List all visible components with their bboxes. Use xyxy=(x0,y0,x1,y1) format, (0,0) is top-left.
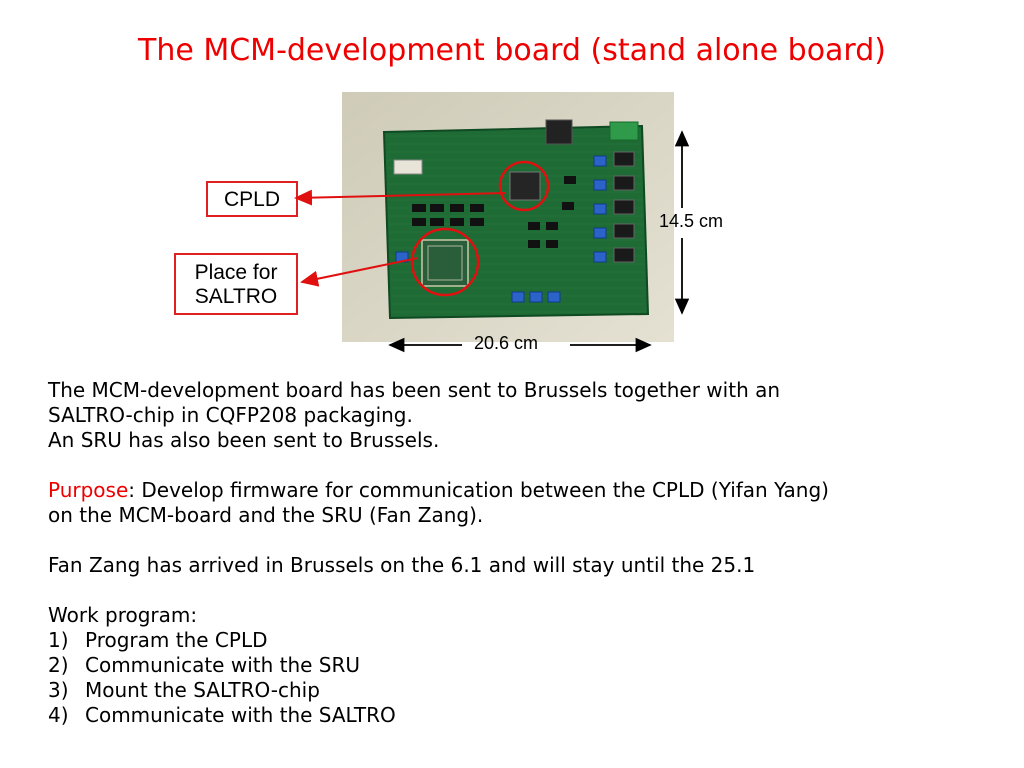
board-photo xyxy=(342,92,674,342)
list-text: Communicate with the SALTRO xyxy=(85,703,396,727)
list-item: 3) Mount the SALTRO-chip xyxy=(48,678,988,703)
list-number: 3) xyxy=(48,678,69,702)
cpld-callout-text: CPLD xyxy=(223,188,281,211)
board-illustration xyxy=(342,92,674,342)
arrival-text: Fan Zang has arrived in Brussels on the … xyxy=(48,553,756,577)
work-program-heading: Work program: xyxy=(48,603,198,627)
purpose-line-1: Purpose: Develop firmware for communicat… xyxy=(48,478,988,503)
cpld-callout: CPLD xyxy=(206,181,298,217)
purpose-label: Purpose xyxy=(48,478,129,502)
saltro-callout: Place for SALTRO xyxy=(174,253,298,315)
saltro-callout-line1: Place for xyxy=(194,261,278,284)
intro-line-3: An SRU has also been sent to Brussels. xyxy=(48,428,440,452)
purpose-line-2: on the MCM-board and the SRU (Fan Zang). xyxy=(48,503,484,527)
list-text: Program the CPLD xyxy=(85,628,268,652)
width-dimension-label: 20.6 cm xyxy=(474,333,539,353)
slide-body: The MCM-development board has been sent … xyxy=(48,378,988,728)
saltro-callout-line2: SALTRO xyxy=(194,285,278,308)
slide-title: The MCM-development board (stand alone b… xyxy=(138,33,886,68)
list-item: 2) Communicate with the SRU xyxy=(48,653,988,678)
purpose-text: : Develop firmware for communication bet… xyxy=(128,478,829,502)
list-number: 4) xyxy=(48,703,69,727)
list-text: Communicate with the SRU xyxy=(85,653,361,677)
intro-line-1: The MCM-development board has been sent … xyxy=(48,378,781,402)
list-item: 4) Communicate with the SALTRO xyxy=(48,703,988,728)
list-number: 1) xyxy=(48,628,69,652)
list-number: 2) xyxy=(48,653,69,677)
height-dimension-label: 14.5 cm xyxy=(659,211,724,231)
intro-line-2: SALTRO-chip in CQFP208 packaging. xyxy=(48,403,413,427)
list-text: Mount the SALTRO-chip xyxy=(85,678,320,702)
list-item: 1) Program the CPLD xyxy=(48,628,988,653)
